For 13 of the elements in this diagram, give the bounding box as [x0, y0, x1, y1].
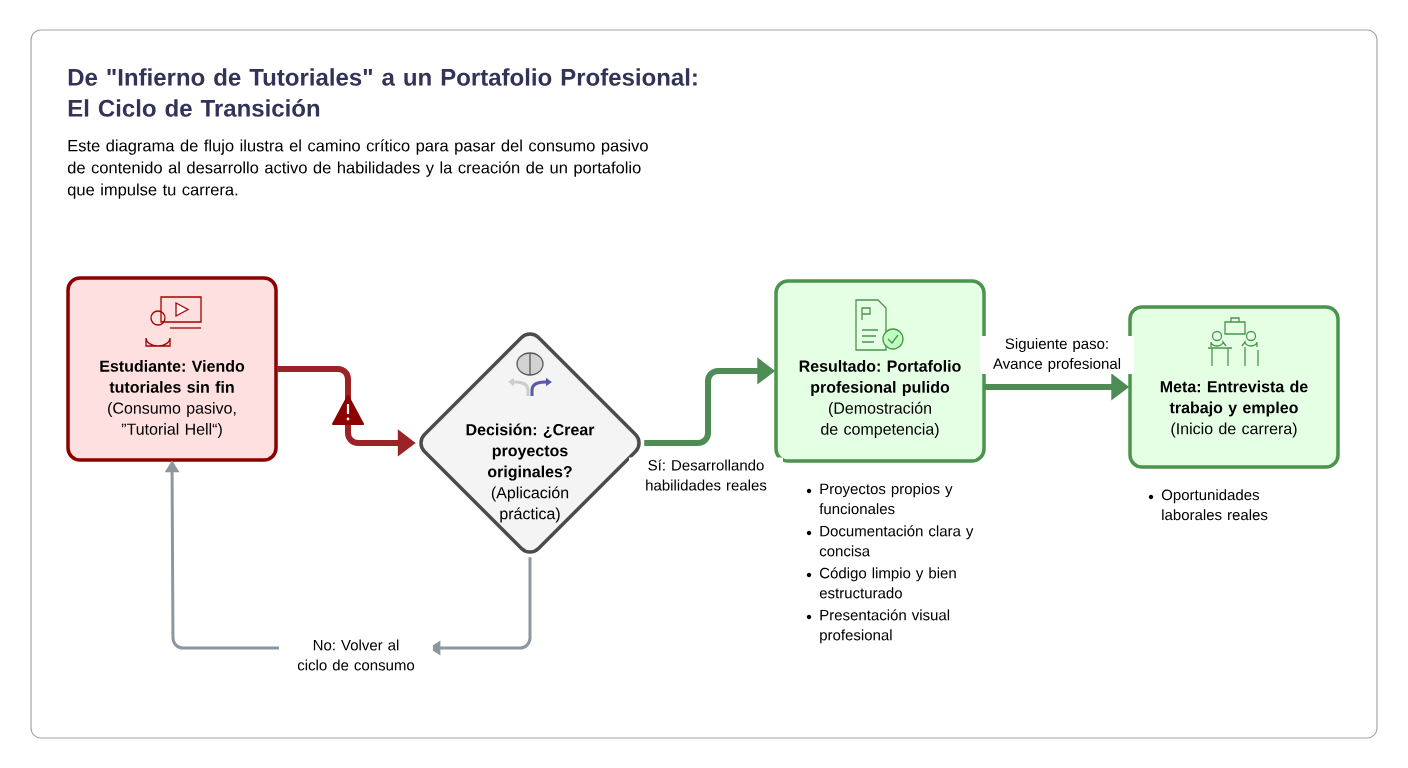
process-box: Resultado: Portafolio profesional pulido (Demostración de competencia) [774, 279, 986, 463]
bullet-item: Oportunidades laborales reales [1161, 489, 1268, 521]
process-box: Estudiante: Viendo tutoriales sin fin (Consumo pasivo, ”Tutorial Hell“) [66, 276, 278, 462]
process-box: Meta: Entrevista de trabajo y empleo (Inicio de carrera) [1128, 305, 1340, 469]
edge-label: No: Volver al ciclo de consumo [279, 637, 433, 673]
bullet-item: Presentación visual profesional [820, 609, 950, 644]
description: Este diagrama de flujo ilustra el camino crítico para pasar del consumo pasivo de contenido al desarrollo activo de habilidades y la creación de un portafolio que impulse tu carrera. [67, 139, 648, 199]
bullet-item: Proyectos propios y funcionales [819, 483, 953, 515]
bullet-item: Documentación clara y concisa [819, 525, 974, 557]
bullet-item: Código limpio y bien estructurado [819, 567, 956, 599]
edge-label: Sí: Desarrollando habilidades reales [629, 457, 783, 493]
edge-label: Siguiente paso: Avance profesional [980, 336, 1134, 374]
title: De "Infierno de Tutoriales" a un Portafolio Profesional: El Ciclo de Transición [68, 68, 697, 117]
